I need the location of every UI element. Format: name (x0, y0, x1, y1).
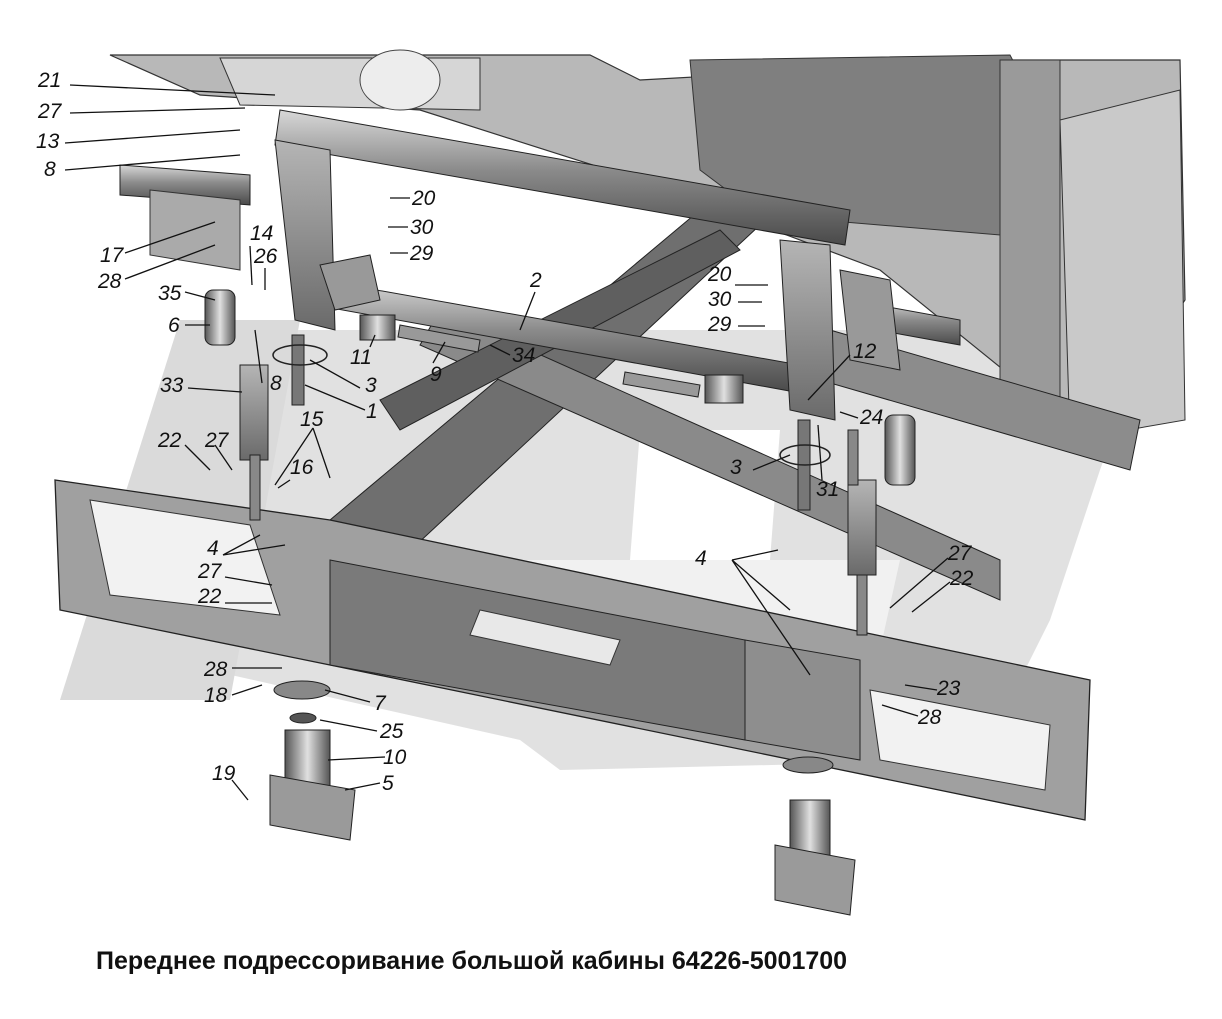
callout-labels: 21 27 13 8 17 28 14 26 35 6 33 8 22 27 1… (36, 69, 974, 795)
callout-11: 11 (350, 346, 372, 369)
callout-2: 2 (529, 269, 542, 292)
callout-22c: 22 (949, 567, 974, 590)
callout-21: 21 (37, 69, 61, 92)
caption-text: Переднее подрессоривание большой кабины … (96, 947, 848, 975)
diagram-caption: Переднее подрессоривание большой кабины … (0, 947, 1222, 976)
callout-15: 15 (300, 408, 324, 431)
callout-12: 12 (853, 340, 877, 363)
callout-27b: 27 (204, 429, 230, 452)
callout-9: 9 (430, 363, 442, 386)
right-bracket (779, 239, 901, 421)
callout-31: 31 (816, 478, 839, 501)
callout-5: 5 (382, 772, 394, 795)
callout-20: 20 (411, 187, 436, 210)
callout-26: 26 (253, 245, 278, 268)
callout-24: 24 (859, 406, 883, 429)
coil-springs (269, 680, 856, 916)
callout-28b: 28 (203, 658, 228, 681)
callout-22b: 22 (197, 585, 222, 608)
front-cross-member (54, 479, 1091, 821)
callout-33: 33 (160, 374, 184, 397)
callout-29b: 29 (707, 313, 732, 336)
callout-10: 10 (383, 746, 407, 769)
callout-29: 29 (409, 242, 434, 265)
callout-4: 4 (207, 537, 219, 560)
callout-20b: 20 (707, 263, 732, 286)
callout-34: 34 (512, 344, 535, 367)
callout-18: 18 (204, 684, 228, 707)
callout-6: 6 (168, 314, 180, 337)
cab-body (109, 49, 1186, 441)
callout-25: 25 (379, 720, 404, 743)
pins-and-rings (272, 334, 831, 511)
callout-27: 27 (37, 100, 63, 123)
callout-17: 17 (100, 244, 125, 267)
bump-stops (204, 289, 916, 486)
callout-30b: 30 (708, 288, 732, 311)
callout-19: 19 (212, 762, 236, 785)
callout-28: 28 (97, 270, 122, 293)
callout-30: 30 (410, 216, 434, 239)
callout-23: 23 (936, 677, 961, 700)
callout-35: 35 (158, 282, 182, 305)
callout-27d: 27 (947, 542, 973, 565)
callout-13: 13 (36, 130, 60, 153)
callout-14: 14 (250, 222, 273, 245)
callout-27c: 27 (197, 560, 223, 583)
callout-16: 16 (290, 456, 314, 479)
callout-28c: 28 (917, 706, 942, 729)
shock-absorbers (239, 364, 877, 636)
callout-4b: 4 (695, 547, 707, 570)
callout-3: 3 (365, 374, 377, 397)
callout-3b: 3 (730, 456, 742, 479)
callout-22: 22 (157, 429, 182, 452)
callout-8b: 8 (270, 372, 282, 395)
callout-8: 8 (44, 158, 56, 181)
left-bracket (149, 139, 381, 331)
callout-7: 7 (374, 692, 387, 715)
leader-lines (64, 84, 951, 801)
callout-1: 1 (366, 400, 378, 423)
